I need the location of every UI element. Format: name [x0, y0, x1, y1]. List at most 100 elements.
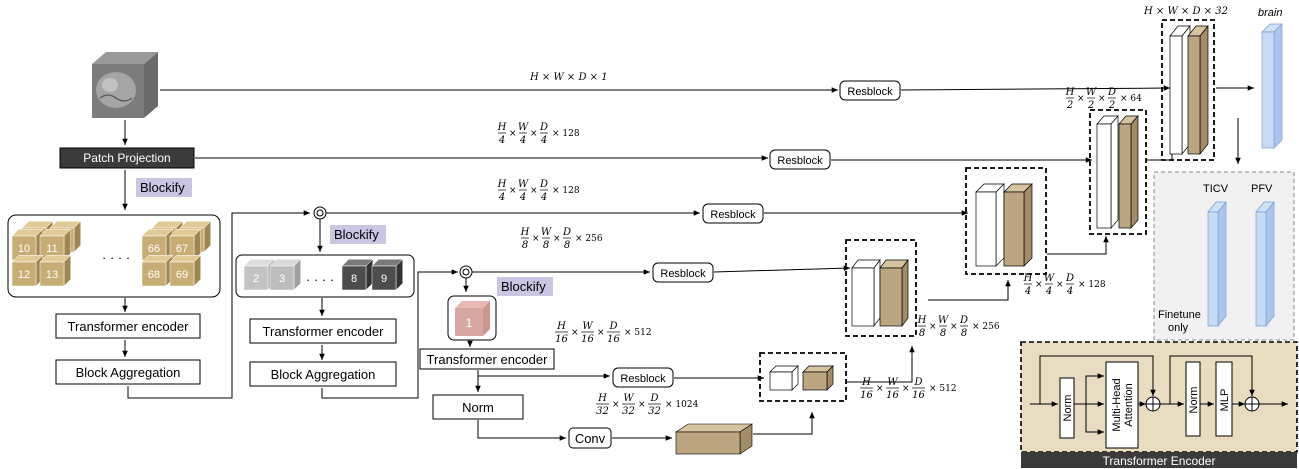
- svg-text:32: 32: [596, 406, 609, 417]
- svg-text:10: 10: [18, 243, 30, 255]
- dim-label-128-c: H4×W4×D4× 128: [1023, 273, 1106, 297]
- svg-text:8: 8: [564, 240, 570, 251]
- svg-text:69: 69: [176, 269, 188, 281]
- dim-label-512-b: H16×W16×D16× 512: [860, 377, 957, 401]
- svg-text:H: H: [597, 393, 607, 404]
- svg-text:Norm: Norm: [1188, 387, 1200, 414]
- resblock-1[interactable]: Resblock: [840, 81, 900, 100]
- decoder-feature-1: [1097, 116, 1138, 228]
- ticv-label: TICV: [1203, 183, 1229, 195]
- block-69: 69: [170, 255, 201, 286]
- svg-text:W: W: [1086, 87, 1097, 98]
- svg-text:11: 11: [46, 243, 57, 255]
- decoder-feature-0: [1170, 26, 1208, 154]
- svg-text:D: D: [539, 179, 548, 190]
- svg-text:H: H: [497, 179, 507, 190]
- svg-text:× 256: × 256: [575, 234, 603, 244]
- transformer-encoder-2: Transformer encoder: [250, 319, 396, 343]
- svg-text:H: H: [497, 122, 507, 133]
- svg-text:D: D: [913, 377, 922, 388]
- svg-text:Resblock: Resblock: [777, 155, 823, 167]
- svg-text:× 256: × 256: [972, 322, 1000, 332]
- transformer-encoder-1: Transformer encoder: [56, 314, 200, 338]
- dim-label-32: H × W × D × 32: [1143, 6, 1228, 17]
- svg-text:×: ×: [509, 186, 517, 196]
- svg-text:4: 4: [1045, 286, 1052, 297]
- svg-text:2: 2: [1066, 100, 1073, 111]
- svg-text:W: W: [541, 227, 552, 238]
- svg-text:16: 16: [581, 334, 594, 345]
- svg-text:Resblock: Resblock: [847, 86, 893, 98]
- resblock-5[interactable]: Resblock: [613, 368, 673, 387]
- svg-text:×: ×: [876, 384, 884, 394]
- concat-symbol-2: [460, 266, 472, 278]
- svg-text:H: H: [1023, 273, 1033, 284]
- svg-text:Transformer encoder: Transformer encoder: [263, 324, 385, 339]
- svg-text:H: H: [556, 321, 566, 332]
- svg-text:× 64: × 64: [1120, 94, 1142, 104]
- resblock-2[interactable]: Resblock: [770, 150, 830, 169]
- svg-text:Patch Projection: Patch Projection: [83, 151, 170, 165]
- finetune-label-2: only: [1168, 322, 1189, 334]
- brain-output-map: [1262, 24, 1282, 148]
- svg-text:W: W: [938, 315, 949, 326]
- svg-text:D: D: [649, 393, 658, 404]
- svg-text:W: W: [518, 122, 529, 133]
- decoder-feature-2: [976, 184, 1032, 266]
- svg-text:Resblock: Resblock: [660, 268, 706, 280]
- norm-block: Norm: [433, 395, 523, 419]
- svg-text:×: ×: [509, 129, 517, 139]
- bottleneck-volume: [676, 424, 752, 454]
- svg-text:×: ×: [597, 328, 605, 338]
- resblock-4[interactable]: Resblock: [653, 263, 713, 282]
- svg-text:H: H: [520, 227, 530, 238]
- block-13: 13: [40, 255, 71, 286]
- svg-text:1: 1: [466, 316, 473, 330]
- svg-text:12: 12: [18, 269, 30, 281]
- svg-text:4: 4: [498, 192, 505, 203]
- block-aggregation-1: Block Aggregation: [56, 360, 200, 384]
- block-aggregation-2: Block Aggregation: [250, 362, 396, 386]
- svg-text:16: 16: [860, 390, 873, 401]
- svg-text:D: D: [539, 122, 548, 133]
- svg-text:W: W: [887, 377, 898, 388]
- ellipsis: · · · ·: [102, 250, 130, 265]
- svg-text:2: 2: [1087, 100, 1094, 111]
- svg-text:×: ×: [950, 322, 958, 332]
- block-1: 1: [455, 301, 490, 336]
- svg-text:×: ×: [530, 186, 538, 196]
- svg-text:Norm: Norm: [462, 400, 494, 415]
- svg-text:3: 3: [279, 273, 285, 285]
- brain-label: brain: [1258, 7, 1282, 19]
- ticv-output-map: [1208, 202, 1226, 326]
- svg-text:66: 66: [148, 243, 160, 255]
- dim-label-256-b: H8×W8×D8× 256: [917, 315, 1000, 339]
- svg-text:Blockify: Blockify: [334, 227, 379, 242]
- resblock-3[interactable]: Resblock: [703, 204, 763, 223]
- conv-block: Conv: [569, 428, 611, 448]
- decoder-feature-4: [770, 366, 833, 390]
- svg-text:D: D: [1065, 273, 1074, 284]
- svg-text:Transformer encoder: Transformer encoder: [68, 319, 190, 334]
- block-12: 12: [12, 255, 43, 286]
- block-8: 8: [342, 259, 373, 290]
- svg-text:16: 16: [607, 334, 620, 345]
- svg-text:4: 4: [519, 192, 526, 203]
- transformer-encoder-3: Transformer encoder: [420, 349, 554, 369]
- svg-text:Conv: Conv: [575, 431, 606, 446]
- svg-text:4: 4: [540, 135, 547, 146]
- svg-text:16: 16: [912, 390, 925, 401]
- svg-text:67: 67: [176, 243, 188, 255]
- blockify-label-1: Blockify: [136, 178, 192, 197]
- svg-text:×: ×: [1098, 94, 1106, 104]
- svg-text:9: 9: [381, 273, 387, 285]
- svg-text:×: ×: [1077, 94, 1085, 104]
- svg-text:Attention: Attention: [1123, 383, 1135, 426]
- block-68: 68: [142, 255, 173, 286]
- pfv-label: PFV: [1251, 183, 1273, 195]
- svg-text:× 512: × 512: [624, 328, 652, 338]
- svg-text:W: W: [623, 393, 634, 404]
- svg-text:16: 16: [886, 390, 899, 401]
- svg-text:8: 8: [919, 328, 925, 339]
